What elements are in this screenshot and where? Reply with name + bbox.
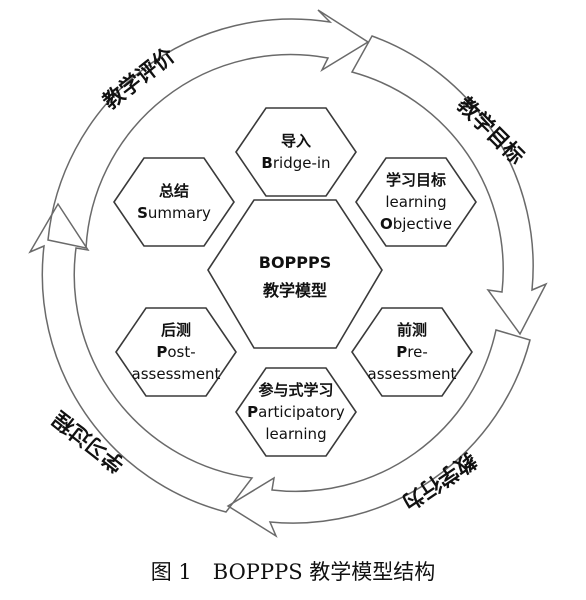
hexagon-participatory-line-2: learning (265, 425, 326, 443)
hexagon-bridge-in-line-0: 导入 (281, 132, 311, 150)
hexagon-participatory-line-0: 参与式学习 (258, 381, 333, 399)
hexagon-summary: 总结 Summary (113, 157, 235, 247)
hexagon-participatory-shape (235, 367, 357, 457)
hexagon-participatory-text-part: 参与式学习 (258, 381, 333, 399)
hexagon-pre-assessment-line-0: 前测 (397, 321, 427, 339)
hexagon-objective-text-part: learning (385, 193, 446, 211)
hexagon-pre-assessment-line-2: assessment (368, 365, 457, 383)
hexagon-post-assessment-line-2: assessment (132, 365, 221, 383)
hexagon-pre-assessment-text-part: P (396, 343, 407, 361)
hexagon-bridge-in-line-1: Bridge-in (261, 154, 330, 172)
hexagon-post-assessment-text-part: assessment (132, 365, 221, 383)
bopps-diagram: 教学评价 教学目标 教学行为 学习过程 导入Bridge-in学习目标learn… (28, 9, 548, 538)
hexagon-pre-assessment-shape (351, 307, 473, 397)
hexagon-bridge-in-text-part: ridge-in (273, 154, 331, 172)
center-hexagon-shape (207, 199, 383, 349)
hexagon-summary-shape (113, 157, 235, 247)
cycle-arrow-left (28, 202, 254, 513)
hexagon-bridge-in-shape (235, 107, 357, 197)
hexagon-bridge-in-text-part: B (261, 154, 272, 172)
hexagon-objective-line-0: 学习目标 (386, 171, 446, 189)
hexagon-post-assessment-text-part: P (156, 343, 167, 361)
hexagon-pre-assessment-text-part: assessment (368, 365, 457, 383)
hexagon-summary-text-part: S (137, 204, 148, 222)
hexagon-summary-text-part: 总结 (159, 182, 189, 200)
hexagon-participatory-text-part: articipatory (258, 403, 345, 421)
hexagon-post-assessment-line-0: 后测 (161, 321, 191, 339)
hexagon-layer: 导入Bridge-in学习目标learningObjective前测Pre-as… (113, 107, 477, 457)
hexagon-summary-line-1: Summary (137, 204, 211, 222)
hexagon-post-assessment-shape (115, 307, 237, 397)
hexagon-participatory-text-part: P (247, 403, 258, 421)
hexagon-pre-assessment-line-1: Pre- (396, 343, 427, 361)
hexagon-post-assessment-text-part: 后测 (161, 321, 191, 339)
center-subtitle: 教学模型 (263, 281, 327, 300)
hexagon-participatory-text-part: learning (265, 425, 326, 443)
cycle-arrow-bottom (226, 329, 531, 538)
hexagon-objective-text-part: 学习目标 (386, 171, 446, 189)
hexagon-post-assessment-text-part: ost- (167, 343, 195, 361)
hexagon-bridge-in-text-part: 导入 (281, 132, 311, 150)
hexagon-objective-line-1: learning (385, 193, 446, 211)
cycle-label-top-right: 教学目标 (452, 93, 528, 169)
center-hexagon: BOPPPS 教学模型 (207, 199, 383, 349)
cycle-ring (28, 9, 548, 538)
hexagon-summary-text-part: ummary (148, 204, 211, 222)
hexagon-participatory-line-1: Participatory (247, 403, 345, 421)
hexagon-summary-line-0: 总结 (159, 182, 189, 200)
hexagon-objective-text-part: bjective (393, 215, 452, 233)
hexagon-bridge-in: 导入 Bridge-in (235, 107, 357, 197)
cycle-label-bottom-right: 教学行为 (398, 448, 481, 515)
hexagon-pre-assessment: 前测 Pre-assessment (351, 307, 473, 397)
cycle-label-top-left: 教学评价 (98, 43, 180, 114)
figure-caption: 图 1 BOPPPS 教学模型结构 (150, 560, 436, 584)
hexagon-objective-shape (355, 157, 477, 247)
hexagon-post-assessment-line-1: Post- (156, 343, 195, 361)
center-title: BOPPPS (259, 253, 332, 272)
hexagon-objective-text-part: O (380, 215, 393, 233)
cycle-arrow-right (350, 35, 548, 336)
hexagon-pre-assessment-text-part: re- (407, 343, 427, 361)
hexagon-pre-assessment-text-part: 前测 (397, 321, 427, 339)
hexagon-post-assessment: 后测 Post-assessment (115, 307, 237, 397)
hexagon-objective-line-2: Objective (380, 215, 452, 233)
